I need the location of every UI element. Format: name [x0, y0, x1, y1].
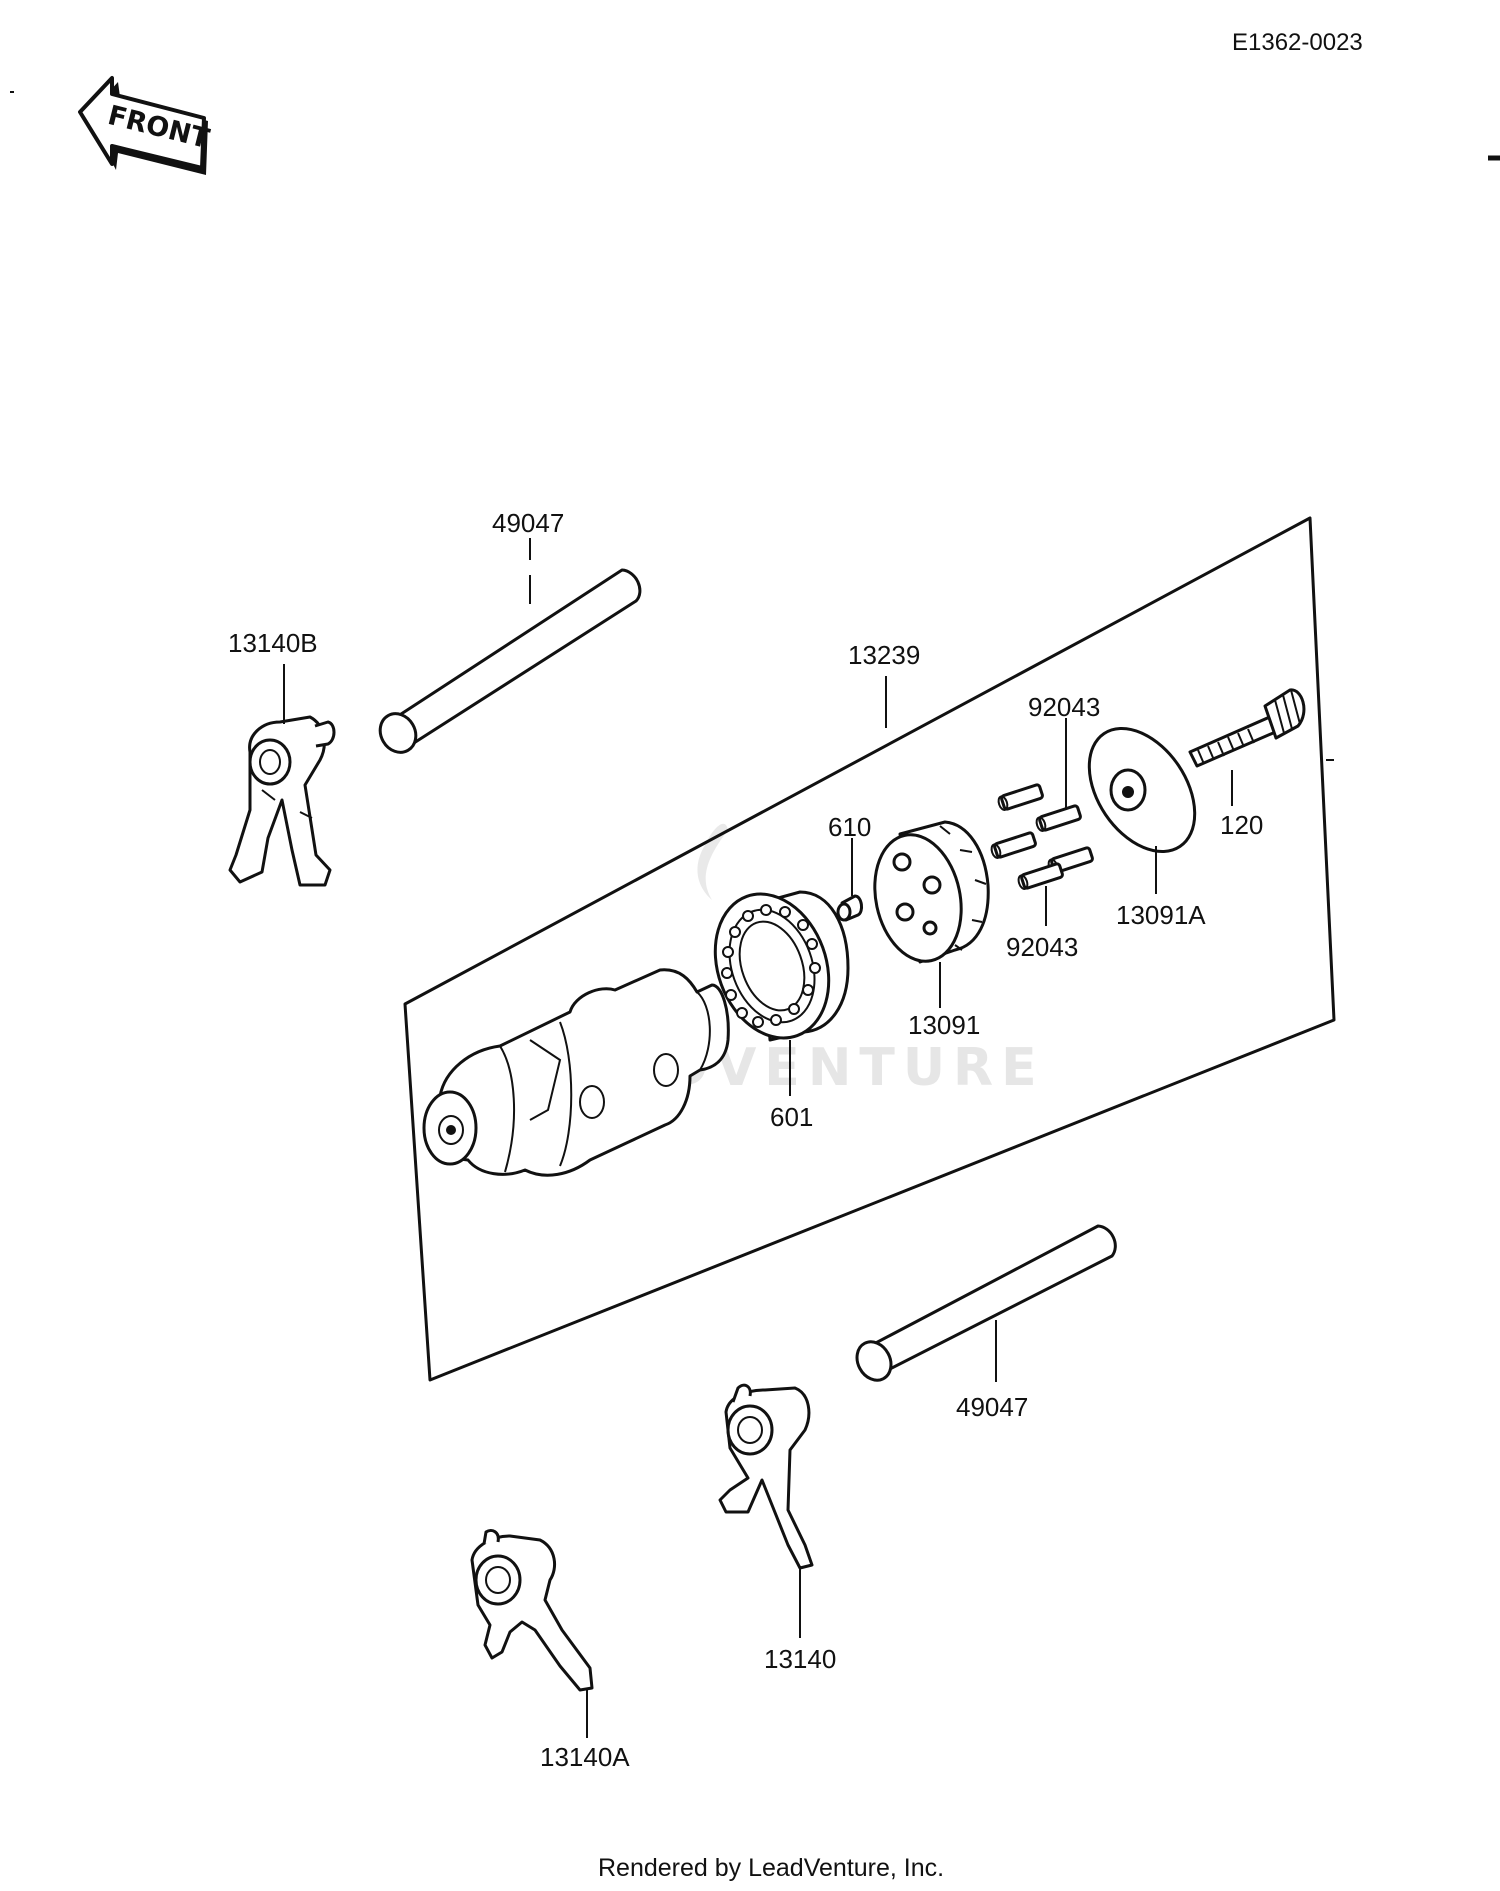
shift-fork-13140a — [470, 1528, 594, 1692]
shift-fork-13140b — [228, 715, 336, 887]
bolt-120 — [1188, 688, 1306, 768]
label-13091a: 13091A — [1116, 900, 1206, 930]
footer-credit: Rendered by LeadVenture, Inc. — [598, 1854, 944, 1882]
label-601: 601 — [770, 1102, 813, 1132]
label-13239: 13239 — [848, 640, 920, 670]
label-49047-upper: 49047 — [492, 508, 564, 538]
label-120: 120 — [1220, 810, 1263, 840]
shift-drum — [422, 968, 730, 1177]
label-13140b: 13140B — [228, 628, 318, 658]
front-arrow-icon: FRONT — [78, 76, 213, 175]
shift-rod-lower — [855, 1224, 1117, 1382]
pins-92043 — [990, 783, 1094, 890]
assembly-panel — [403, 516, 1336, 1382]
label-92043-lower: 92043 — [1006, 932, 1078, 962]
dowel-pin-610 — [836, 894, 864, 922]
document-code: E1362-0023 — [1232, 29, 1363, 56]
label-13140: 13140 — [764, 1644, 836, 1674]
label-13091: 13091 — [908, 1010, 980, 1040]
label-49047-lower: 49047 — [956, 1392, 1028, 1422]
label-610: 610 — [828, 812, 871, 842]
label-13140a: 13140A — [540, 1742, 630, 1772]
leader-lines — [283, 538, 1233, 1738]
shift-fork-13140 — [718, 1383, 814, 1570]
plate-13091a — [1087, 726, 1197, 854]
pin-plate-13091 — [873, 820, 990, 964]
label-92043-upper: 92043 — [1028, 692, 1100, 722]
bearing-601 — [713, 890, 850, 1042]
shift-rod-upper — [378, 568, 642, 754]
